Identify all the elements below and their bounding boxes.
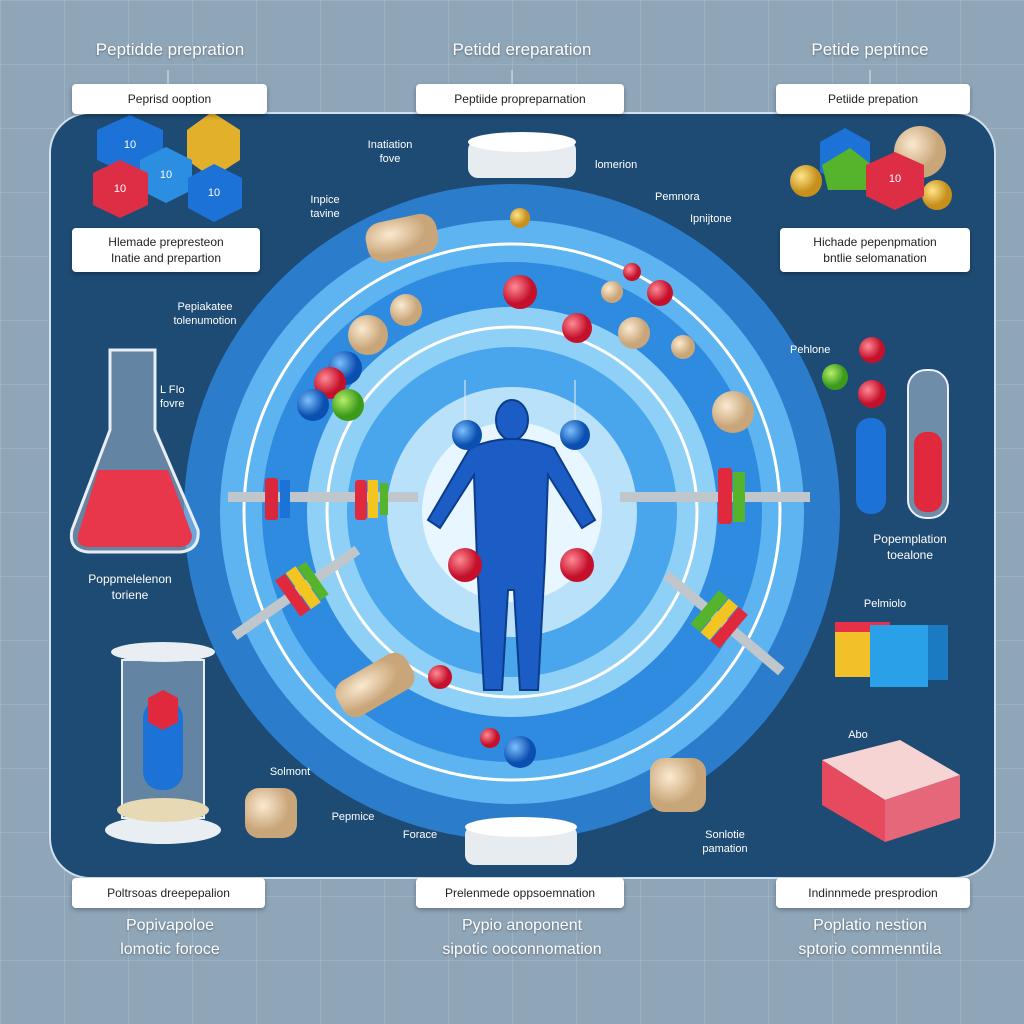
top-box-left: Peprisd ooption <box>72 84 267 114</box>
label-line: toriene <box>111 587 149 602</box>
label-pemnora: Pemnora <box>655 191 700 203</box>
label-line: pamation <box>702 843 748 856</box>
dumbbell-left <box>228 478 418 520</box>
label-forace: Forace <box>402 829 438 841</box>
info-box-right-line1: Hichade pepenpmation <box>813 234 937 249</box>
hexagon-label: 10 <box>123 139 137 151</box>
dumbbell-lower-right <box>663 571 785 676</box>
label-solmont: Solmont <box>269 766 311 778</box>
disc-top <box>468 132 576 178</box>
label-sonlotie: Sonlotie pamation <box>675 828 775 857</box>
label-line: fove <box>379 153 401 166</box>
disc-bottom <box>465 817 577 865</box>
info-box-right-line2: bntlie selomanation <box>823 251 927 265</box>
muscle-figure-icon <box>426 399 597 691</box>
bottom-box-left: Poltrsoas dreepepalion <box>72 878 265 908</box>
hexagon-cluster <box>93 112 924 222</box>
container-icon <box>105 642 221 844</box>
label-flo: L FIo fovre <box>160 383 210 412</box>
footer-line: sipotic ooconnomation <box>442 941 602 958</box>
footer-line: Popivapoloe <box>125 917 215 934</box>
label-line: Popemplation <box>873 532 947 546</box>
label-line: fovre <box>160 398 185 411</box>
footer-line: Poplatio nestion <box>813 917 927 934</box>
bottom-box-right: Indinnmede presprodion <box>776 878 970 908</box>
header-center: Petidd ereparation <box>452 40 592 59</box>
flask-icon <box>69 348 200 554</box>
label-line: L FIo <box>160 384 185 396</box>
info-box-right: Hichade pepenpmation bntlie selomanation <box>780 228 970 272</box>
cubes-icon <box>835 622 948 687</box>
header-right: Petide peptince <box>811 40 929 59</box>
dumbbell-lower-left <box>231 545 361 640</box>
label-pepiakatee: Pepiakatee tolenumotion <box>140 300 270 329</box>
label-line: tolenumotion <box>173 315 237 328</box>
label-abo: Abo <box>848 729 868 741</box>
footer-left: Popivapoloe lomotic foroce <box>40 914 300 962</box>
label-line: tavine <box>310 208 340 221</box>
info-box-left-line2: Inatie and prepartion <box>110 251 222 265</box>
info-box-left: Hlemade prepresteon Inatie and prepartio… <box>72 228 260 272</box>
label-pehlone: Pehlone <box>790 344 831 356</box>
footer-line: Pypio anoponent <box>461 917 583 934</box>
info-box-left-line1: Hlemade prepresteon <box>108 234 224 249</box>
label-line: Sonlotie <box>705 829 745 841</box>
hexagon-label: 10 <box>888 173 902 185</box>
label-line: Inatiation <box>367 139 413 151</box>
label-inatiation: Inatiation fove <box>350 138 430 167</box>
label-inpice: Inpice tavine <box>290 193 360 222</box>
label-line: Pepiakatee <box>177 301 233 313</box>
footer-line: lomotic foroce <box>120 941 220 958</box>
header-left: Peptidde prepration <box>95 40 245 59</box>
layered-block-icon <box>822 740 960 842</box>
label-lomerion: lomerion <box>595 159 638 171</box>
hexagon-label: 10 <box>159 169 173 181</box>
label-line: Poppmelelenon <box>88 572 172 586</box>
label-pelmiolo: Pelmiolo <box>863 598 907 610</box>
dumbbell-right <box>620 468 810 524</box>
molecule-balls <box>245 126 952 838</box>
test-tube-icons <box>856 369 949 519</box>
footer-line: sptorio commenntila <box>798 941 942 958</box>
top-box-center: Peptiide propreparnation <box>416 84 624 114</box>
bottom-box-center: Prelenmede oppsoemnation <box>416 878 624 908</box>
label-line: toealone <box>886 547 934 562</box>
footer-right: Poplatio nestion sptorio commenntila <box>740 914 1000 962</box>
footer-center: Pypio anoponent sipotic ooconnomation <box>392 914 652 962</box>
label-line: Inpice <box>310 194 340 206</box>
top-box-right: Petiide prepation <box>776 84 970 114</box>
hexagon-label: 10 <box>207 187 221 199</box>
hexagon-label: 10 <box>113 183 127 195</box>
label-pepmice: Pepmice <box>331 811 375 823</box>
label-ipnijtone: Ipnijtone <box>690 213 732 225</box>
